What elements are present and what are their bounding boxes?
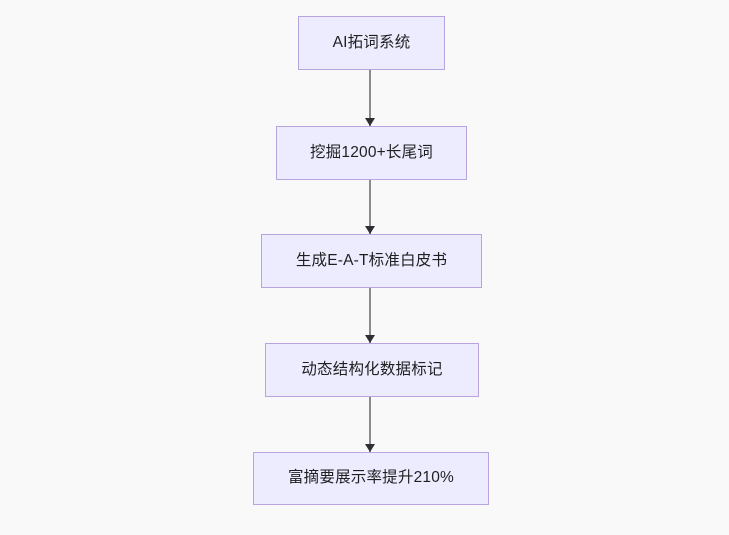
flow-node-label: 生成E-A-T标准白皮书 [295,251,448,269]
flow-node-label: AI拓词系统 [332,33,411,51]
connector-line [369,70,371,126]
flow-node-rich-snippet-impression-uplift[interactable]: 富摘要展示率提升210% [253,452,489,505]
flow-node-dynamic-structured-data-markup[interactable]: 动态结构化数据标记 [265,343,479,397]
flow-node-ai-keyword-system[interactable]: AI拓词系统 [298,16,445,70]
flow-node-mine-longtail-keywords[interactable]: 挖掘1200+长尾词 [276,126,467,180]
arrowhead-icon [365,226,375,234]
connector-node2-to-node3 [365,180,375,234]
arrowhead-icon [365,444,375,452]
flow-node-label: 动态结构化数据标记 [301,360,443,378]
arrowhead-icon [365,118,375,126]
connector-line [369,288,371,343]
flow-node-label: 富摘要展示率提升210% [287,469,455,487]
connector-node4-to-node5 [365,397,375,452]
flow-node-generate-eat-whitepaper[interactable]: 生成E-A-T标准白皮书 [261,234,482,288]
connector-line [369,180,371,234]
arrowhead-icon [365,335,375,343]
connector-node3-to-node4 [365,288,375,343]
connector-line [369,397,371,452]
flow-node-label: 挖掘1200+长尾词 [309,143,434,161]
connector-node1-to-node2 [365,70,375,126]
